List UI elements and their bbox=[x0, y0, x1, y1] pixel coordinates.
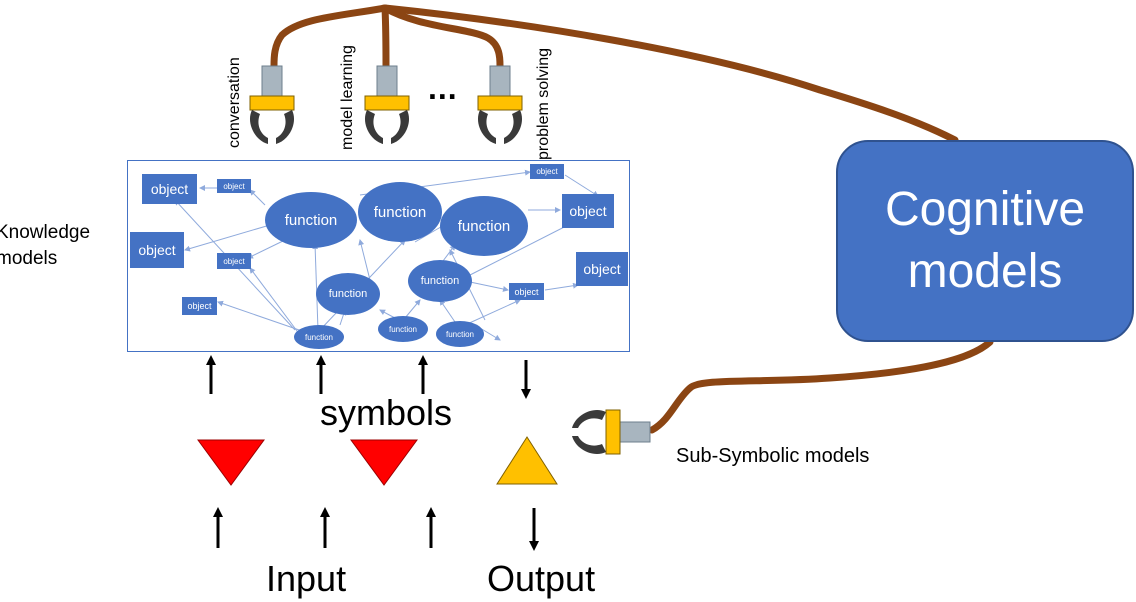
output-triangle bbox=[496, 436, 558, 485]
cable-problem-solving bbox=[381, 4, 504, 70]
function-node: function bbox=[378, 316, 428, 342]
object-node: object bbox=[142, 174, 197, 204]
gripper-sub-symbolic bbox=[572, 409, 651, 455]
sub-symbolic-models-label: Sub-Symbolic models bbox=[676, 445, 870, 467]
gripper-label-conversation: conversation bbox=[226, 57, 243, 148]
input-triangle-1 bbox=[197, 439, 265, 486]
input-label: Input bbox=[266, 558, 347, 599]
gripper-problem-solving bbox=[477, 65, 523, 144]
function-node: function bbox=[265, 192, 357, 248]
output-label: Output bbox=[487, 558, 596, 599]
cognitive-models-line-1: Cognitive bbox=[884, 183, 1086, 236]
cables bbox=[270, 4, 994, 434]
cable-cognitive bbox=[381, 4, 959, 144]
cable-conversation bbox=[270, 4, 389, 70]
gripper-model-learning bbox=[364, 65, 410, 144]
input-triangle-2 bbox=[350, 439, 418, 486]
gripper-conversation bbox=[249, 65, 295, 144]
gripper-ellipsis: ... bbox=[428, 70, 458, 106]
function-node: function bbox=[436, 321, 484, 347]
cable-sub-symbolic bbox=[648, 338, 994, 434]
gripper-label-problem-solving: problem solving bbox=[535, 47, 552, 160]
cognitive-models-box: Cognitive models bbox=[836, 140, 1134, 342]
cable-model-learning bbox=[381, 4, 390, 70]
knowledge-edges bbox=[174, 169, 599, 341]
object-node: object bbox=[530, 164, 564, 179]
symbols-label: symbols bbox=[320, 392, 453, 433]
knowledge-models-label: Knowledge models bbox=[0, 222, 91, 269]
knowledge-models-box bbox=[127, 160, 630, 352]
object-node: object bbox=[130, 232, 184, 268]
function-node: function bbox=[294, 325, 344, 349]
object-node: object bbox=[509, 283, 544, 300]
gripper-label-model-learning: model learning bbox=[339, 45, 356, 150]
object-node: object bbox=[182, 297, 217, 315]
function-node: function bbox=[316, 273, 380, 315]
function-node: function bbox=[358, 182, 442, 242]
object-node: object bbox=[217, 253, 251, 269]
cognitive-models-line-2: models bbox=[907, 245, 1063, 298]
function-node: function bbox=[408, 260, 472, 302]
object-node: object bbox=[576, 252, 628, 286]
function-node: function bbox=[440, 196, 528, 256]
arrows bbox=[206, 355, 539, 551]
object-node: object bbox=[562, 194, 614, 228]
object-node: object bbox=[217, 179, 251, 193]
